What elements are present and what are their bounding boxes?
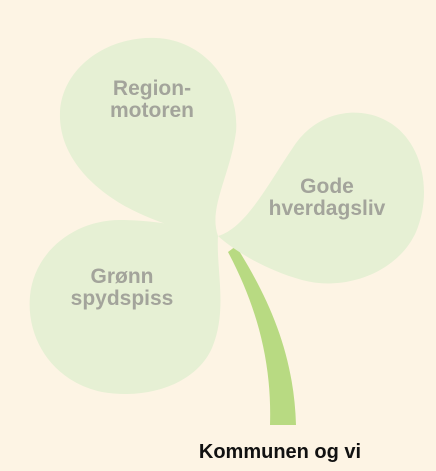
leaf-label-gode-hverdagsliv: Gode hverdagsliv (252, 176, 402, 220)
leaf-label-line: hverdagsliv (268, 197, 386, 220)
diagram-caption: Kommunen og vi (198, 441, 362, 463)
leaf-left[interactable] (29, 220, 221, 395)
leaf-label-line: motoren (110, 99, 194, 122)
leaf-label-line: spydspiss (70, 287, 174, 310)
leaf-label-line: Grønn (90, 265, 154, 288)
leaf-label-line: Region- (112, 77, 192, 100)
leaf-right[interactable] (218, 112, 424, 284)
leaf-label-line: Gode (300, 175, 354, 198)
leaf-label-gronn-spydspiss: Grønn spydspiss (52, 266, 192, 310)
clover-stem (228, 246, 296, 425)
leaf-top[interactable] (59, 37, 237, 237)
leaf-label-region-motoren: Region- motoren (82, 78, 222, 122)
